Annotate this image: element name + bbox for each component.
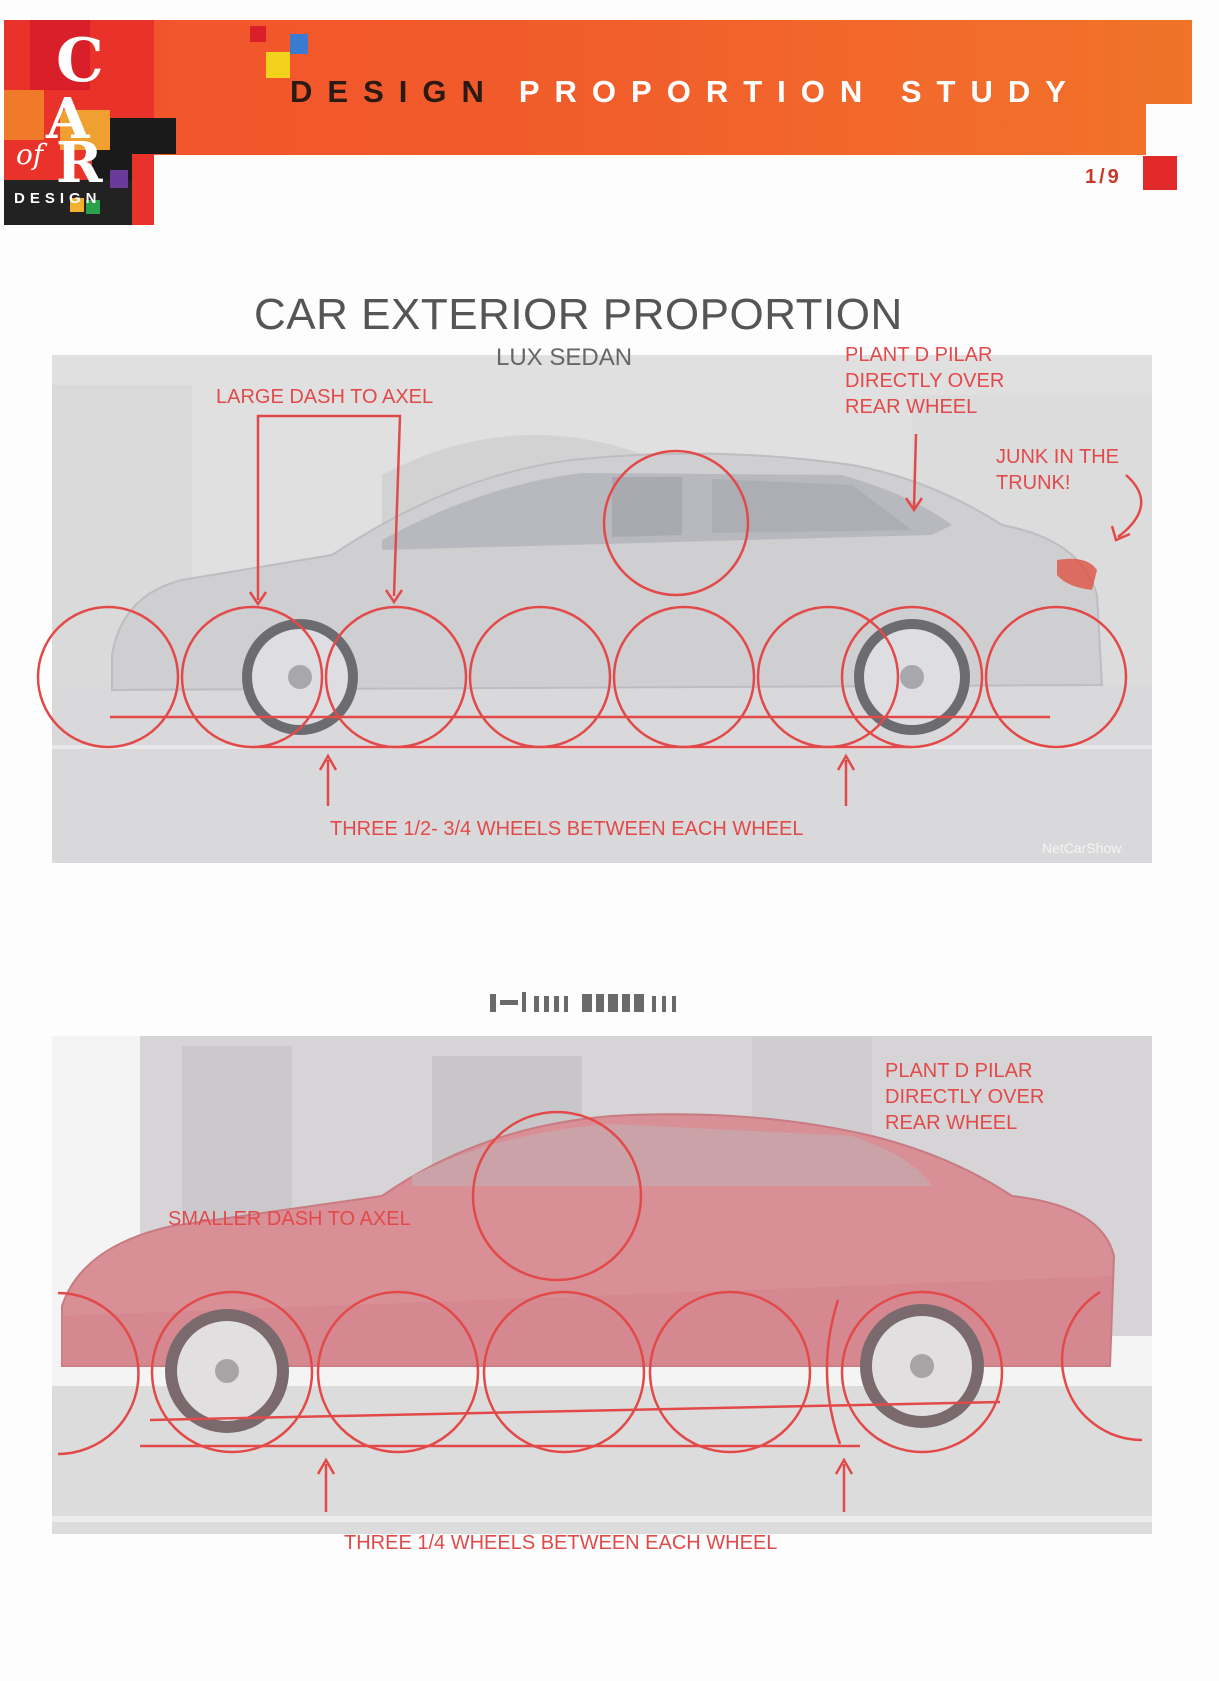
page-title: CAR EXTERIOR PROPORTION [254,290,903,339]
note-large-dash: LARGE DASH TO AXEL [216,386,434,408]
note-d-pillar-1: PLANT D PILAR DIRECTLY OVER REAR WHEEL [845,342,1004,420]
note-line: DIRECTLY OVER [845,370,1005,392]
header-title-word-2: PROPORTION STUDY [518,74,1081,109]
logo-script: of [16,138,44,171]
note-line: DIRECTLY OVER [885,1086,1045,1108]
note-trunk: JUNK IN THE TRUNK! [996,444,1119,496]
car-of-design-logo: C A R of DESIGN [0,0,308,230]
note-wheelbase-1: THREE 1/2- 3/4 WHEELS BETWEEN EACH WHEEL [330,818,804,840]
header-band [150,20,1192,155]
page-marker [1143,156,1177,190]
note-smaller-dash: SMALLER DASH TO AXEL [168,1208,411,1230]
lux-sedan-car-illustration: NetCarShow [52,355,1152,863]
note-line: REAR WHEEL [845,396,978,418]
redacted-subtitle-mark [490,992,676,1012]
logo-letter-a: A [46,86,90,152]
note-line: PLANT D PILAR [845,344,993,366]
section-1-subtitle: LUX SEDAN [496,344,633,371]
note-d-pillar-2: PLANT D PILAR DIRECTLY OVER REAR WHEEL [885,1058,1044,1136]
note-wheelbase-2: THREE 1/4 WHEELS BETWEEN EACH WHEEL [344,1532,778,1554]
logo-letter-c: C [56,26,104,96]
watermark: NetCarShow [1042,840,1122,856]
header-notch [1146,104,1192,156]
logo-design-word: DESIGN [14,190,102,207]
header-title-word-1: DESIGN [290,74,499,109]
note-line: REAR WHEEL [885,1112,1018,1134]
note-line: JUNK IN THE [996,446,1119,468]
header-title: DESIGN PROPORTION STUDY [290,72,1081,112]
page-number: 1/9 [1085,166,1122,188]
note-line: TRUNK! [996,472,1071,494]
lux-sedan-photo: NetCarShow [52,355,1152,863]
logo-letter-r: R [56,130,103,196]
note-line: PLANT D PILAR [885,1060,1033,1082]
